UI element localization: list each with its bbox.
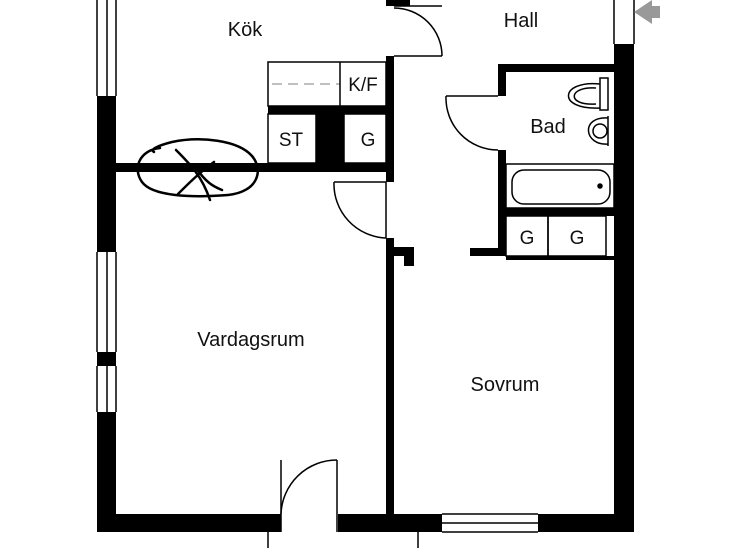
wall-left-top [97, 96, 116, 172]
cabinet-right-box [547, 215, 607, 257]
window-living-left-lower [96, 366, 117, 412]
wall-top-hall-stub [386, 0, 410, 6]
wall-bottom-left [97, 514, 281, 532]
wall-cabinet-bottom [506, 256, 614, 260]
windows [96, 0, 635, 548]
wall-bath-bottom [498, 208, 614, 216]
doors [280, 5, 499, 532]
wall-bottom-right [538, 514, 634, 532]
wall-door-stub [394, 247, 414, 256]
hall-cabinets: G G [505, 215, 607, 257]
wall-stove-separator [316, 114, 344, 163]
sink-icon [587, 116, 609, 146]
scribble-circle-x-icon [136, 138, 260, 202]
room-label-vardagsrum: Vardagsrum [197, 329, 304, 351]
window-kitchen-left [96, 0, 117, 96]
wall-kitchen-block [268, 106, 386, 114]
kitchen-cabinet-box [343, 113, 387, 164]
cabinet-left-label: G [520, 228, 535, 249]
wall-left-bottom [97, 412, 116, 532]
wall-living-bedroom [386, 238, 394, 532]
wall-kitchen-living [116, 163, 392, 172]
wall-hall-bedroom [470, 248, 506, 256]
door-kitchen-hall [393, 5, 443, 57]
window-hall-right [613, 0, 635, 44]
room-label-sovrum: Sovrum [471, 374, 540, 396]
bathroom-fixtures [505, 77, 615, 209]
wall-left-mid [97, 172, 116, 252]
window-bedroom-bottom [442, 513, 538, 533]
stove-box [267, 113, 317, 164]
wall-door-stub-2 [404, 256, 414, 266]
wall-left-pier [97, 352, 116, 366]
door-bathroom [445, 95, 499, 151]
window-living-left-upper [96, 252, 117, 352]
room-label-hall: Hall [504, 10, 538, 32]
wall-bath-left-lower [498, 150, 506, 256]
walls [97, 0, 634, 532]
wall-right-upper [614, 44, 634, 164]
door-balcony [280, 459, 338, 532]
wall-bath-top [498, 64, 634, 72]
room-label-bad: Bad [530, 116, 566, 138]
wall-right-lower [614, 164, 634, 532]
bathtub-icon [505, 163, 615, 209]
door-living [333, 181, 387, 239]
kitchen-fixtures: K/F ST G [267, 61, 387, 164]
room-labels: Kök Hall Bad Vardagsrum Sovrum [197, 10, 566, 396]
cabinet-right-label: G [570, 228, 585, 249]
counter-box [267, 61, 387, 107]
kitchen-cabinet-label: G [361, 130, 376, 151]
toilet-icon [567, 77, 609, 111]
wall-kitchen-hall-top [386, 56, 394, 182]
balcony-rail [267, 532, 419, 548]
fridge-freezer-label: K/F [348, 75, 378, 96]
arrow-left-icon [634, 0, 660, 24]
stove-label: ST [279, 130, 304, 151]
room-label-kok: Kök [228, 19, 263, 41]
wall-bath-left [498, 64, 506, 96]
